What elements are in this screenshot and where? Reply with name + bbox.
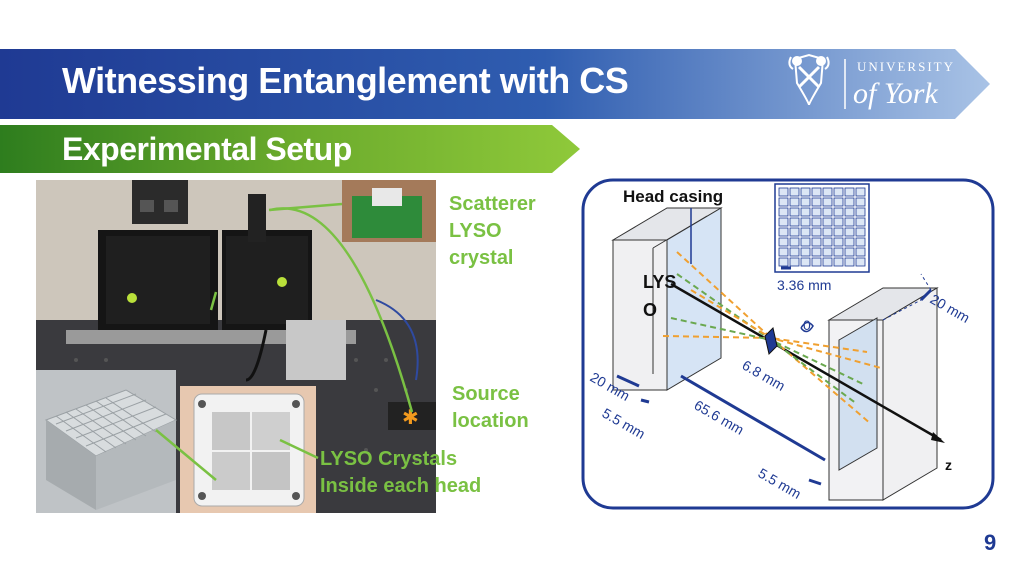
source-location-label: Source location (452, 381, 529, 435)
slide-subtitle: Experimental Setup (62, 131, 352, 167)
left-detector-head (611, 207, 723, 391)
slide-title: Witnessing Entanglement with CS (62, 60, 629, 101)
lyso-label-line2: O (643, 300, 657, 320)
source-label-line1: Source (452, 383, 520, 405)
university-logo: UNIVERSITY of York (788, 53, 955, 110)
pixel-size-label: 3.36 mm (777, 277, 831, 293)
head-casing-label: Head casing (623, 187, 723, 206)
crystals-label-line1: LYSO Crystals (320, 448, 458, 470)
source-label-line2: location (452, 410, 529, 432)
logo-line1: UNIVERSITY (857, 59, 955, 74)
crystals-label-line2: Inside each head (320, 475, 482, 497)
lyso-crystals-label: LYSO Crystals Inside each head (320, 446, 481, 500)
lyso-label-line1: LYS (643, 272, 676, 292)
page-number: 9 (984, 530, 997, 555)
crest-icon (788, 53, 830, 106)
subtitle-banner (0, 125, 580, 173)
scatterer-label: Scatterer LYSO crystal (449, 191, 536, 272)
theta-label: 0 (803, 317, 811, 333)
z-axis-label: z (945, 457, 952, 473)
logo-line2: of York (853, 77, 938, 110)
scatterer-label-line3: crystal (449, 247, 514, 269)
scatterer-crystal-icon (764, 327, 778, 355)
source-marker-icon: ✱ (402, 405, 419, 429)
scatterer-label-line2: LYSO (449, 220, 502, 242)
crystal-pixel-grid (774, 183, 870, 273)
detector-schematic: Head casing LYS O 3.36 mm 20 mm 20 mm 5.… (581, 178, 995, 510)
scatterer-label-line1: Scatterer (449, 193, 536, 215)
right-detector-head (827, 287, 939, 501)
